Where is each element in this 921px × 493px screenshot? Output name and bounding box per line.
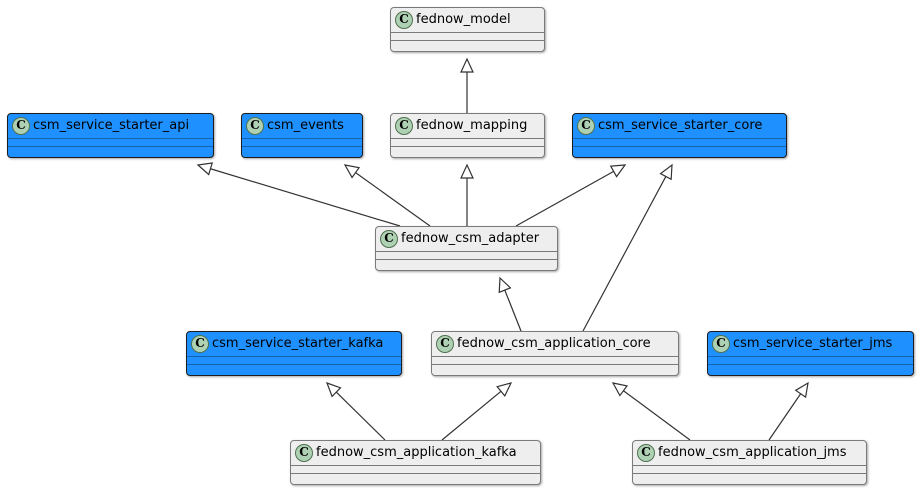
attributes-compartment [573,138,786,146]
operations-compartment [708,364,913,372]
operations-compartment [432,364,678,372]
attributes-compartment [376,251,557,259]
operations-compartment [391,146,544,154]
generalization-arrowhead [794,381,809,399]
class-marker-icon: C [577,117,595,135]
class-marker-icon: C [246,117,264,135]
class-name-label: fednow_csm_application_jms [658,445,847,460]
generalization-arrowhead [325,381,342,398]
class-marker-icon: C [295,444,313,462]
class-marker-icon: C [436,335,454,353]
class-name-label: csm_service_starter_api [33,118,190,133]
edge-line [441,390,502,441]
class-name-label: csm_events [267,118,344,133]
edge-fednow_csm_application_jms-to-csm_service_starter_jms [768,381,809,441]
edge-fednow_csm_application_core-to-fednow_csm_adapter [498,276,522,332]
edge-line [515,170,614,227]
attributes-compartment [187,356,401,364]
class-name-label: fednow_mapping [416,118,528,133]
edge-fednow_csm_application_jms-to-fednow_csm_application_core [611,382,691,441]
operations-compartment [242,146,362,154]
operations-compartment [391,40,544,48]
generalization-arrowhead [611,382,629,397]
edge-fednow_csm_adapter-to-csm_service_starter_api [196,162,401,227]
class-name-label: csm_service_starter_core [598,118,763,133]
attributes-compartment [242,138,362,146]
generalization-arrowhead [460,163,474,179]
operations-compartment [376,259,557,267]
edge-line [210,168,401,227]
generalization-arrowhead [498,276,512,294]
class-marker-icon: C [395,117,413,135]
edge-fednow_mapping-to-fednow_model [460,57,474,113]
operations-compartment [633,473,866,481]
edge-fednow_csm_adapter-to-csm_events [343,164,431,227]
class-marker-icon: C [12,117,30,135]
class-name-label: fednow_csm_application_core [457,336,651,351]
class-name-label: fednow_csm_adapter [401,231,540,246]
generalization-arrowhead [609,164,627,178]
operations-compartment [187,364,401,372]
edge-fednow_csm_application_kafka-to-fednow_csm_application_core [441,382,513,441]
attributes-compartment [708,356,913,364]
class-name-label: csm_service_starter_kafka [212,336,384,351]
operations-compartment [8,146,213,154]
attributes-compartment [432,356,678,364]
edge-line [355,172,431,227]
class-name-label: fednow_csm_application_kafka [316,445,517,460]
class-name-label: fednow_model [416,12,511,27]
edge-fednow_csm_application_core-to-csm_service_starter_core [582,163,673,332]
class-marker-icon: C [395,11,413,29]
edge-fednow_csm_adapter-to-csm_service_starter_core [515,164,627,227]
generalization-arrowhead [460,57,474,73]
attributes-compartment [8,138,213,146]
attributes-compartment [633,465,866,473]
generalization-arrowhead [496,382,513,398]
attributes-compartment [391,32,544,40]
edge-line [504,289,522,332]
edge-line [768,393,802,441]
generalization-arrowhead [196,162,214,176]
generalization-arrowhead [343,164,361,179]
edge-fednow_csm_adapter-to-fednow_mapping [460,163,474,226]
operations-compartment [291,473,540,481]
edge-line [582,176,667,332]
attributes-compartment [291,465,540,473]
class-marker-icon: C [637,444,655,462]
edge-line [335,391,386,441]
class-marker-icon: C [191,335,209,353]
class-marker-icon: C [380,230,398,248]
edge-line [623,390,691,441]
class-marker-icon: C [712,335,730,353]
attributes-compartment [391,138,544,146]
class-name-label: csm_service_starter_jms [733,336,893,351]
generalization-arrowhead [659,163,673,181]
edge-fednow_csm_application_kafka-to-csm_service_starter_kafka [325,381,386,441]
operations-compartment [573,146,786,154]
